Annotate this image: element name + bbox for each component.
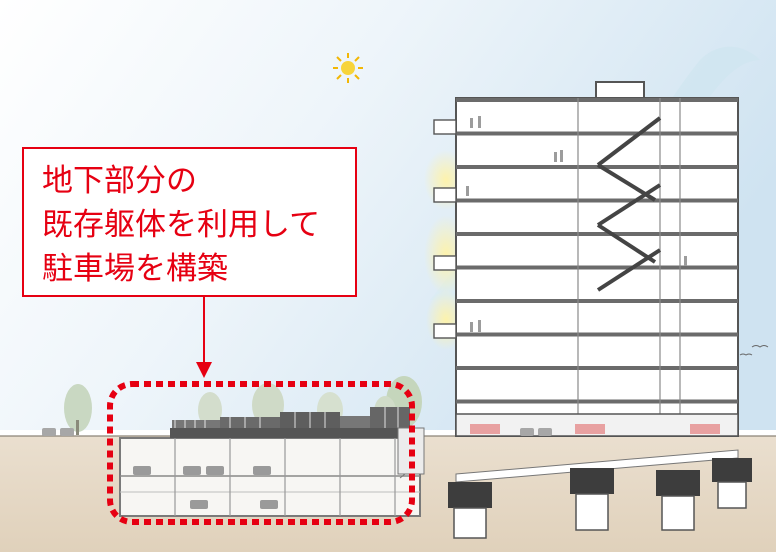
floor-slab xyxy=(456,98,738,102)
floor-slab xyxy=(456,198,738,203)
bird-icon xyxy=(739,345,769,356)
underground-parking xyxy=(119,437,421,517)
callout-arrow xyxy=(196,297,212,378)
foundation-piles xyxy=(448,458,752,539)
floor-slab xyxy=(456,265,738,270)
high-rise-building xyxy=(433,81,739,437)
callout-line-1: 地下部分の xyxy=(42,163,197,199)
floor-slab xyxy=(456,165,738,169)
floor-slab xyxy=(456,299,738,303)
roof-garden-structure xyxy=(170,407,425,475)
floor-slab xyxy=(456,399,738,404)
floor-slab xyxy=(456,332,738,337)
people-silhouettes xyxy=(466,116,687,332)
sun-icon xyxy=(333,53,363,83)
callout-line-3: 駐車場を構築 xyxy=(42,251,228,287)
highlight-dotted-frame xyxy=(107,381,415,525)
callout-line-2: 既存躯体を利用して xyxy=(42,207,321,243)
floor-slab xyxy=(456,366,738,370)
floor-slab xyxy=(456,232,738,236)
street-cars xyxy=(42,428,74,436)
floor-slab xyxy=(456,131,738,136)
callout-box: 地下部分の 既存躯体を利用して 駐車場を構築 xyxy=(22,147,357,297)
